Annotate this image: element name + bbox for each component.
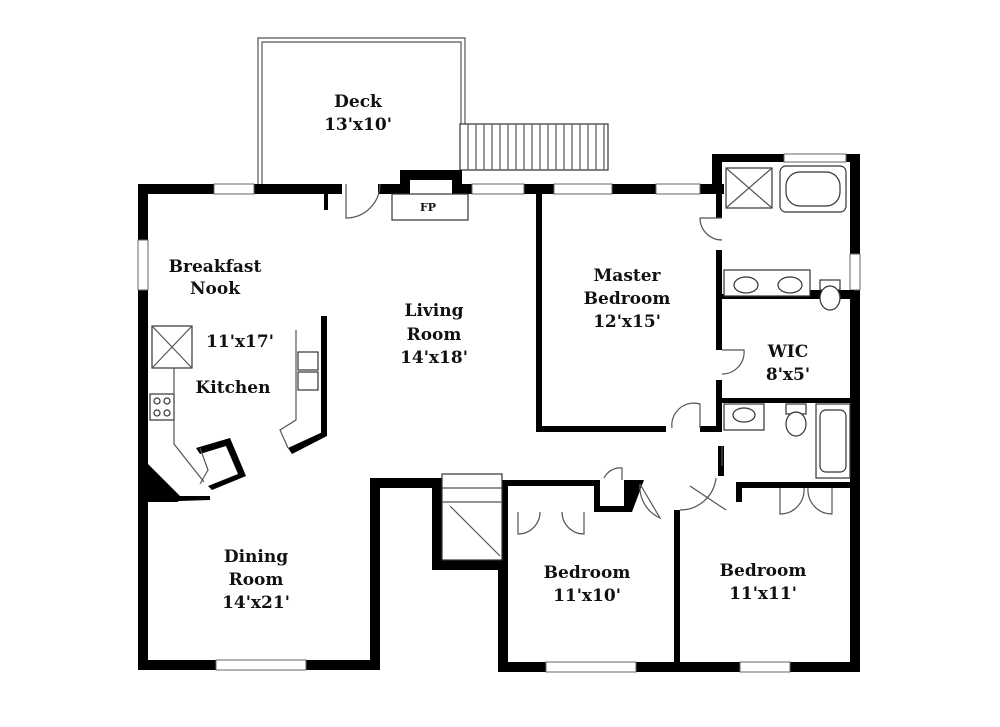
kitchen-size: 11'x17' [206,332,274,352]
deck-outline [257,37,609,185]
deck-name: Deck [334,92,383,112]
fireplace-label: FP [420,201,436,214]
windows [137,153,861,673]
kitchen-fixtures [149,325,319,490]
dining-room-size: 14'x21' [222,593,290,613]
range-cooktop [149,393,175,421]
interior-stairs [441,473,503,561]
doors [345,183,833,535]
dining-room-name-1: Dining [224,547,288,567]
bedroom-3-name: Bedroom [720,561,807,581]
sink-2 [297,371,319,391]
dining-room-name-2: Room [229,570,284,590]
room-labels: Deck 13'x10' Breakfast Nook 11'x17' Kitc… [169,92,810,613]
master-bedroom-size: 12'x15' [593,312,661,332]
exterior-walls [138,154,860,672]
master-bedroom-name-2: Bedroom [584,289,671,309]
breakfast-nook-name-1: Breakfast [169,257,262,277]
living-room-name-1: Living [405,301,464,321]
master-bedroom-name-1: Master [593,266,661,286]
living-room-size: 14'x18' [400,348,468,368]
bedroom-2-name: Bedroom [544,563,631,583]
bedroom-3-size: 11'x11' [729,584,797,604]
living-room-name-2: Room [407,325,462,345]
toilet-master [819,285,841,311]
fireplace [391,193,469,221]
wic-name: WIC [767,342,809,362]
sink-1 [297,351,319,371]
bath-fixtures [723,165,851,479]
wic-size: 8'x5' [766,365,810,385]
toilet-hall [785,411,807,437]
breakfast-nook-name-2: Nook [190,279,241,299]
kitchen-name: Kitchen [196,378,271,398]
interior-walls [148,194,856,670]
deck-size: 13'x10' [324,115,392,135]
bedroom-2-size: 11'x10' [553,586,621,606]
